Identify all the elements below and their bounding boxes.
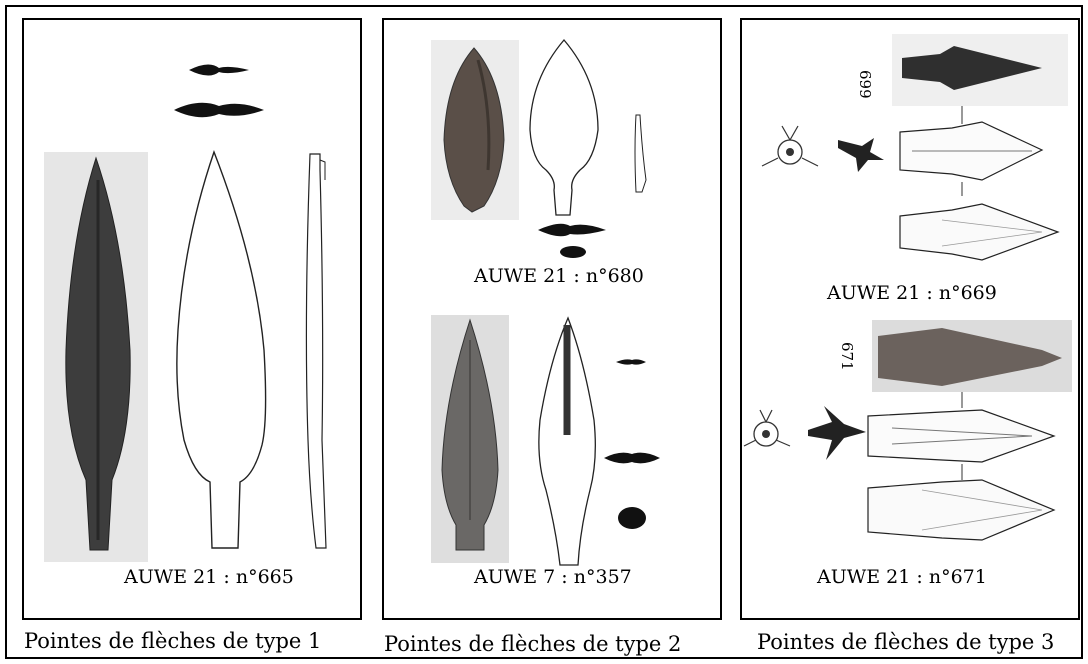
cross-section-icon [616, 359, 646, 365]
caption-357: AUWE 7 : n°357 [474, 566, 632, 588]
arrowhead-665-figures [44, 64, 327, 562]
arrowhead-photo [902, 46, 1042, 90]
cross-section-icon [189, 64, 249, 76]
caption-669: AUWE 21 : n°669 [827, 282, 997, 304]
arrowhead-photo [878, 328, 1062, 386]
cross-section-icon [174, 102, 264, 118]
cross-section-icon [808, 406, 866, 460]
panel-title-type-1: Pointes de flèches de type 1 [24, 629, 322, 653]
caption-680: AUWE 21 : n°680 [474, 265, 644, 287]
arrowhead-drawing-side [867, 479, 1056, 541]
photo-number-label: 699 [856, 70, 874, 99]
arrowhead-drawing-front [529, 38, 599, 216]
arrowhead-669-figures: 699 671 [743, 34, 1072, 541]
caption-665: AUWE 21 : n°665 [124, 566, 294, 588]
arrowhead-drawing-front [538, 316, 596, 566]
caption-671: AUWE 21 : n°671 [817, 566, 987, 588]
photo-number-label: 671 [838, 342, 856, 371]
panel-title-type-2: Pointes de flèches de type 2 [384, 632, 682, 656]
arrowhead-drawing-front [867, 409, 1056, 463]
arrowhead-drawing-front [176, 149, 267, 549]
cross-section-icon [560, 246, 586, 258]
arrowhead-drawing-side [634, 114, 647, 193]
arrowhead-680-figures [431, 38, 660, 566]
arrowhead-photo [443, 47, 505, 213]
arrowhead-drawing-side [305, 153, 327, 549]
cross-section-icon [618, 507, 646, 529]
panel-title-type-3: Pointes de flèches de type 3 [757, 630, 1055, 654]
cross-section-icon [604, 452, 660, 464]
cross-section-icon [538, 223, 606, 237]
arrowhead-drawing-side [899, 203, 1060, 261]
figure-frame [5, 5, 1083, 659]
cross-section-icon [838, 138, 884, 172]
